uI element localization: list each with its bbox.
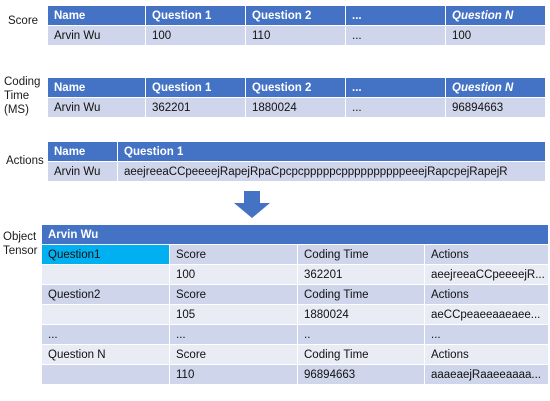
empty-cell xyxy=(41,264,170,285)
cell-question-2: 110 xyxy=(245,25,346,46)
coding-time-label-line-1: Coding xyxy=(4,76,41,88)
cell-ellipsis: ... xyxy=(345,25,446,46)
header-ellipsis: ... xyxy=(345,5,446,26)
coding-time-label-line-2: Time xyxy=(4,90,30,102)
score-header-row: Name Question 1 Question 2 ... Question … xyxy=(47,5,546,26)
cell-name: Arvin Wu xyxy=(47,97,146,118)
ellipsis-row: ... ... .. ... xyxy=(41,324,550,345)
score-table: Name Question 1 Question 2 ... Question … xyxy=(47,5,546,46)
question-n-label: Question N xyxy=(41,344,170,365)
actions-column-label: Actions xyxy=(423,284,550,305)
header-question-2: Question 2 xyxy=(245,5,346,26)
header-name: Name xyxy=(47,141,118,162)
question-n-header-row: Question N Score Coding Time Actions xyxy=(41,344,550,365)
actions-table: Name Question 1 Arvin Wu aeejreeaCCpeeee… xyxy=(47,141,546,182)
question-2-header-row: Question2 Score Coding Time Actions xyxy=(41,284,550,305)
score-data-row: Arvin Wu 100 110 ... 100 xyxy=(47,25,546,46)
cell-ellipsis: ... xyxy=(345,97,446,118)
actions-header-row: Name Question 1 xyxy=(47,141,546,162)
question-1-values-row: 100 362201 aeejreeaCCpeeeejR... xyxy=(41,264,550,285)
cell-question-n: 96894663 xyxy=(445,97,546,118)
ellipsis-cell: .. xyxy=(297,324,425,345)
coding-time-data-row: Arvin Wu 362201 1880024 ... 96894663 xyxy=(47,97,546,118)
score-column-label: Score xyxy=(169,244,298,265)
cell-name: Arvin Wu xyxy=(47,25,146,46)
object-tensor-label-line-1: Object xyxy=(3,231,37,243)
score-column-label: Score xyxy=(169,284,298,305)
cell-action-sequence: aeejreeaCCpeeeejRapejRpaCpcpcpppppcppppp… xyxy=(117,161,546,182)
cell-question-n: 100 xyxy=(445,25,546,46)
score-value: 105 xyxy=(169,304,298,325)
cell-question-2: 1880024 xyxy=(245,97,346,118)
header-question-1: Question 1 xyxy=(145,77,246,98)
object-tensor-table: Arvin Wu Question1 Score Coding Time Act… xyxy=(40,224,550,385)
score-column-label: Score xyxy=(169,344,298,365)
coding-time-label-line-3: (MS) xyxy=(4,104,29,116)
actions-value: aeejreeaCCpeeeejR... xyxy=(423,264,550,285)
coding-time-table: Name Question 1 Question 2 ... Question … xyxy=(47,77,546,118)
coding-time-column-label: Coding Time xyxy=(297,284,425,305)
header-ellipsis: ... xyxy=(345,77,446,98)
score-label: Score xyxy=(8,15,39,27)
coding-time-value: 96894663 xyxy=(297,364,425,385)
header-name: Name xyxy=(47,5,146,26)
ellipsis-cell: ... xyxy=(41,324,170,345)
actions-column-label: Actions xyxy=(423,244,550,265)
actions-data-row: Arvin Wu aeejreeaCCpeeeejRapejRpaCpcpcpp… xyxy=(47,161,546,182)
score-value: 100 xyxy=(169,264,298,285)
cell-question-1: 362201 xyxy=(145,97,246,118)
actions-label: Actions xyxy=(6,155,44,167)
header-question-2: Question 2 xyxy=(245,77,346,98)
question-n-values-row: 110 96894663 aaaeaejRaaeeaaaa... xyxy=(41,364,550,385)
question-2-label: Question2 xyxy=(41,284,170,305)
question-1-label: Question1 xyxy=(41,244,170,265)
coding-time-value: 1880024 xyxy=(297,304,425,325)
header-question-n: Question N xyxy=(445,5,546,26)
actions-value: aeCCpeaeeaaeaee... xyxy=(423,304,550,325)
actions-column-label: Actions xyxy=(423,344,550,365)
empty-cell xyxy=(41,364,170,385)
object-tensor-label-line-2: Tensor xyxy=(3,245,38,257)
coding-time-label: Coding Time (MS) xyxy=(4,75,40,117)
coding-time-column-label: Coding Time xyxy=(297,244,425,265)
coding-time-column-label: Coding Time xyxy=(297,344,425,365)
arrow-down-icon xyxy=(234,191,270,218)
object-tensor-title-row: Arvin Wu xyxy=(40,224,550,245)
actions-value: aaaeaejRaaeeaaaa... xyxy=(423,364,550,385)
coding-time-value: 362201 xyxy=(297,264,425,285)
ellipsis-cell: ... xyxy=(423,324,550,345)
header-name: Name xyxy=(47,77,146,98)
ellipsis-cell: ... xyxy=(169,324,298,345)
question-2-values-row: 105 1880024 aeCCpeaeeaaeaee... xyxy=(41,304,550,325)
cell-question-1: 100 xyxy=(145,25,246,46)
score-value: 110 xyxy=(169,364,298,385)
cell-name: Arvin Wu xyxy=(47,161,118,182)
header-question-n: Question N xyxy=(445,77,546,98)
coding-time-header-row: Name Question 1 Question 2 ... Question … xyxy=(47,77,546,98)
header-question-1: Question 1 xyxy=(145,5,246,26)
object-tensor-title: Arvin Wu xyxy=(40,224,550,245)
question-1-header-row: Question1 Score Coding Time Actions xyxy=(41,244,550,265)
header-question-1: Question 1 xyxy=(117,141,546,162)
empty-cell xyxy=(41,304,170,325)
object-tensor-label: Object Tensor xyxy=(3,230,38,258)
